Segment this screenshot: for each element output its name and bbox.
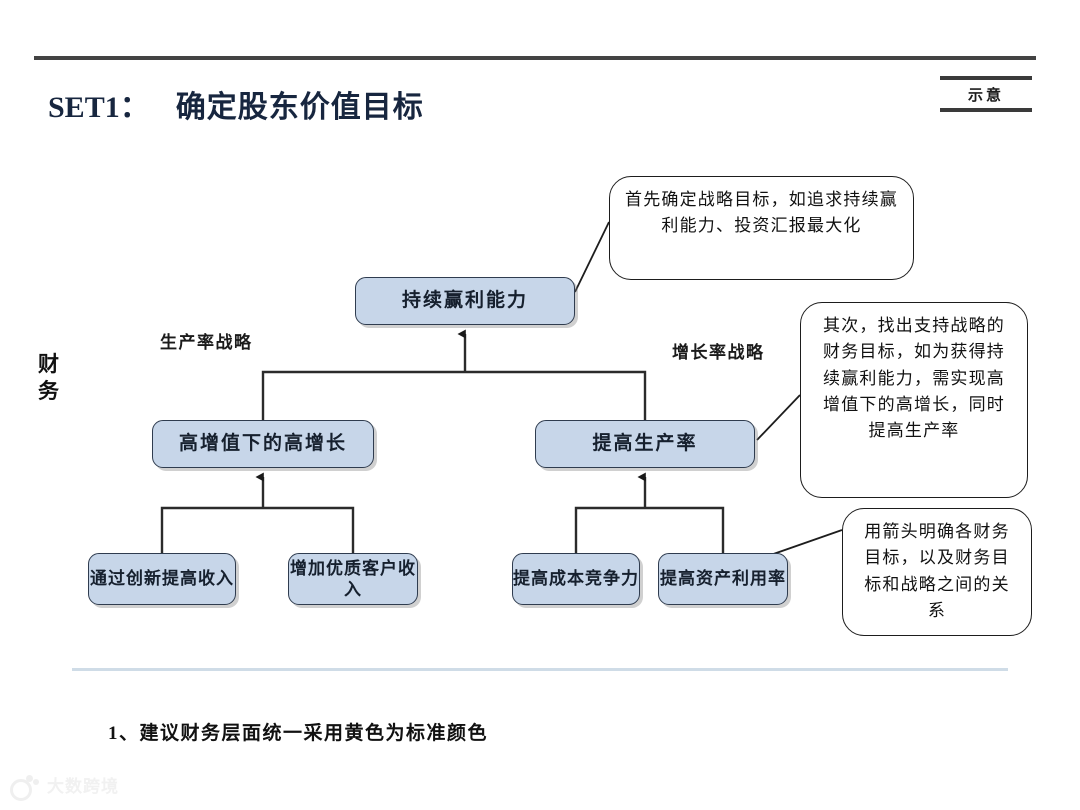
callout-strategy-goal: 首先确定战略目标，如追求持续赢利能力、投资汇报最大化: [609, 176, 914, 280]
wire-bus-left-level3: [160, 506, 355, 553]
perspective-label-char-1: 财: [38, 353, 59, 376]
node-sustained-profitability[interactable]: 持续赢利能力: [355, 277, 575, 325]
node-label: 通过创新提高收入: [90, 569, 234, 589]
watermark-logo-icon: [10, 774, 40, 801]
page-title-label: SET1：: [48, 91, 150, 124]
node-quality-customer-revenue[interactable]: 增加优质客户收入: [288, 553, 418, 605]
node-improve-productivity[interactable]: 提高生产率: [535, 420, 755, 468]
caption-growth-strategy: 增长率战略: [672, 343, 765, 362]
callout-financial-objectives: 其次，找出支持战略的财务目标，如为获得持续赢利能力，需实现高增值下的高增长，同时…: [800, 302, 1028, 498]
badge-rule-bottom: [940, 108, 1032, 112]
header-rule: [34, 56, 1036, 60]
footer-divider: [72, 668, 1008, 671]
node-label: 提高生产率: [592, 433, 698, 455]
leader-callout-2: [756, 394, 801, 441]
node-label: 增加优质客户收入: [290, 558, 416, 599]
wire-bus-level2: [261, 370, 647, 420]
badge-label: 示意: [967, 88, 1004, 104]
node-label: 提高资产利用率: [660, 569, 786, 589]
perspective-label-char-2: 务: [38, 379, 59, 403]
node-asset-utilization[interactable]: 提高资产利用率: [658, 553, 788, 605]
node-cost-competitiveness[interactable]: 提高成本竞争力: [512, 553, 640, 605]
caption-productivity-strategy: 生产率战略: [160, 333, 253, 352]
watermark-label: 大数跨境: [47, 777, 119, 796]
node-label: 高增值下的高增长: [178, 433, 347, 455]
badge-rule-top: [940, 76, 1032, 80]
callout-arrow-relationships: 用箭头明确各财务目标，以及财务目标和战略之间的关系: [842, 508, 1032, 636]
leader-callout-1: [574, 221, 610, 293]
watermark: 大数跨境: [10, 772, 119, 801]
node-high-value-growth[interactable]: 高增值下的高增长: [152, 420, 374, 468]
status-badge: 示意: [940, 76, 1032, 112]
node-label: 提高成本竞争力: [513, 569, 639, 589]
page-title: SET1： 确定股东价值目标: [48, 82, 424, 126]
perspective-label: 财 务: [38, 352, 80, 406]
node-innovation-revenue[interactable]: 通过创新提高收入: [88, 553, 236, 605]
node-label: 持续赢利能力: [401, 290, 528, 312]
footer-note: 1、建议财务层面统一采用黄色为标准颜色: [108, 723, 489, 744]
page-title-main: 确定股东价值目标: [175, 91, 424, 124]
wire-bus-right-level3: [574, 506, 725, 553]
